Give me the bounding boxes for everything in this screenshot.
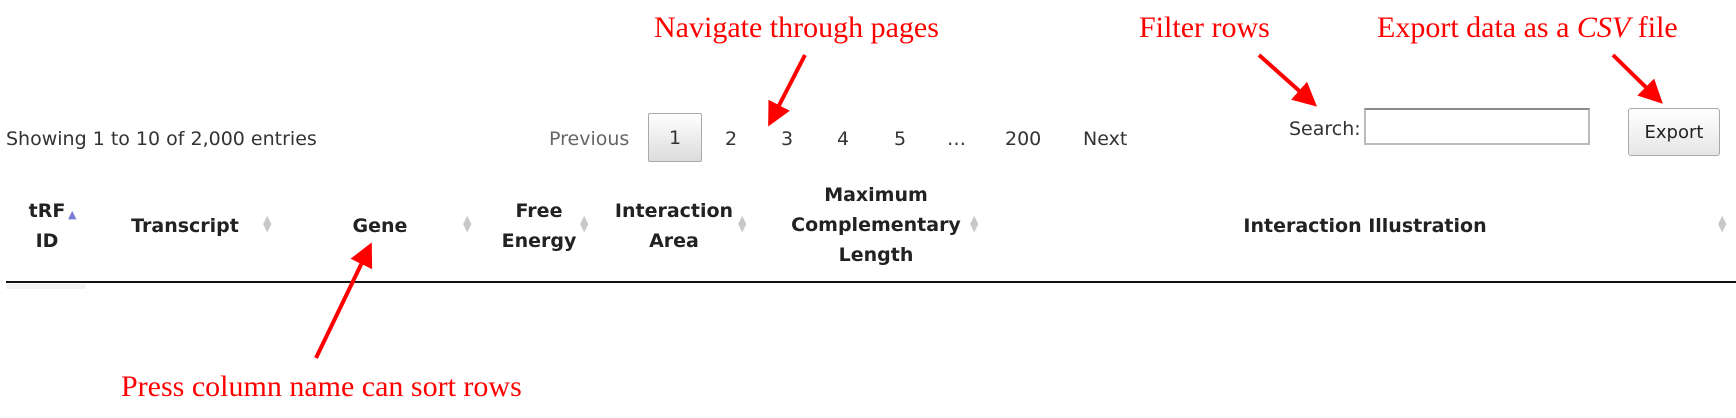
column-header-line: Free xyxy=(515,200,563,222)
column-header-line: Energy xyxy=(501,230,577,252)
pagination-previous[interactable]: Previous xyxy=(549,128,630,150)
column-header-interaction-area[interactable]: Interaction Area xyxy=(614,190,734,262)
pagination-page-last[interactable]: 200 xyxy=(1005,128,1042,150)
sort-arrows-icon[interactable]: ▲▼ xyxy=(580,213,589,234)
pagination-ellipsis: … xyxy=(947,128,966,150)
sort-ascending-icon[interactable]: ▲ xyxy=(68,208,77,221)
sort-arrows-icon[interactable]: ▲▼ xyxy=(463,213,472,234)
red-arrow-icon xyxy=(1611,53,1663,104)
sort-arrows-icon[interactable]: ▲▼ xyxy=(970,213,979,234)
export-button[interactable]: Export xyxy=(1628,108,1720,156)
pagination-page[interactable]: 5 xyxy=(894,128,907,150)
column-header-line: ID xyxy=(35,230,59,252)
column-header-line: Transcript xyxy=(131,215,239,237)
annotation-sort: Press column name can sort rows xyxy=(121,370,522,403)
column-header-trf-id[interactable]: tRF ID xyxy=(20,190,74,262)
sort-arrows-icon[interactable]: ▲▼ xyxy=(263,213,272,234)
column-header-gene[interactable]: Gene xyxy=(340,190,420,262)
search-input[interactable] xyxy=(1364,108,1590,145)
annotation-export: Export data as a CSV file xyxy=(1377,13,1678,43)
sort-arrows-icon[interactable]: ▲▼ xyxy=(1718,213,1727,234)
annotation-export-suffix: file xyxy=(1637,11,1678,44)
column-header-line: tRF xyxy=(28,200,66,222)
column-header-interaction-illustration[interactable]: Interaction Illustration xyxy=(1180,190,1550,262)
annotation-export-prefix: Export data as a xyxy=(1377,11,1570,44)
pagination-next[interactable]: Next xyxy=(1083,128,1128,150)
sort-arrows-icon[interactable]: ▲▼ xyxy=(738,213,747,234)
annotation-navigate: Navigate through pages xyxy=(654,11,939,44)
column-header-free-energy[interactable]: Free Energy xyxy=(501,190,577,262)
pagination-page[interactable]: 2 xyxy=(725,128,738,150)
table-header-border xyxy=(6,281,1736,283)
column-header-transcript[interactable]: Transcript xyxy=(120,190,250,262)
red-arrow-icon xyxy=(1257,53,1317,107)
red-arrow-icon xyxy=(768,54,807,127)
pagination-page[interactable]: 3 xyxy=(781,128,794,150)
column-header-line: Maximum xyxy=(824,184,928,206)
table-info: Showing 1 to 10 of 2,000 entries xyxy=(6,128,317,150)
search-label: Search: xyxy=(1289,118,1361,140)
annotation-export-format: CSV xyxy=(1576,11,1631,44)
column-header-line: Interaction Illustration xyxy=(1243,215,1487,237)
table-first-row-edge xyxy=(6,284,86,289)
pagination-page-current[interactable]: 1 xyxy=(648,113,702,162)
column-header-max-complementary-length[interactable]: Maximum Complementary Length xyxy=(790,180,962,270)
column-header-line: Complementary xyxy=(791,214,961,236)
column-header-line: Interaction xyxy=(614,200,734,222)
column-header-line: Gene xyxy=(352,215,408,237)
column-header-line: Area xyxy=(649,230,699,252)
red-arrow-icon xyxy=(314,242,373,359)
column-header-line: Length xyxy=(838,244,914,266)
pagination-page[interactable]: 4 xyxy=(837,128,850,150)
annotation-filter: Filter rows xyxy=(1139,11,1270,44)
